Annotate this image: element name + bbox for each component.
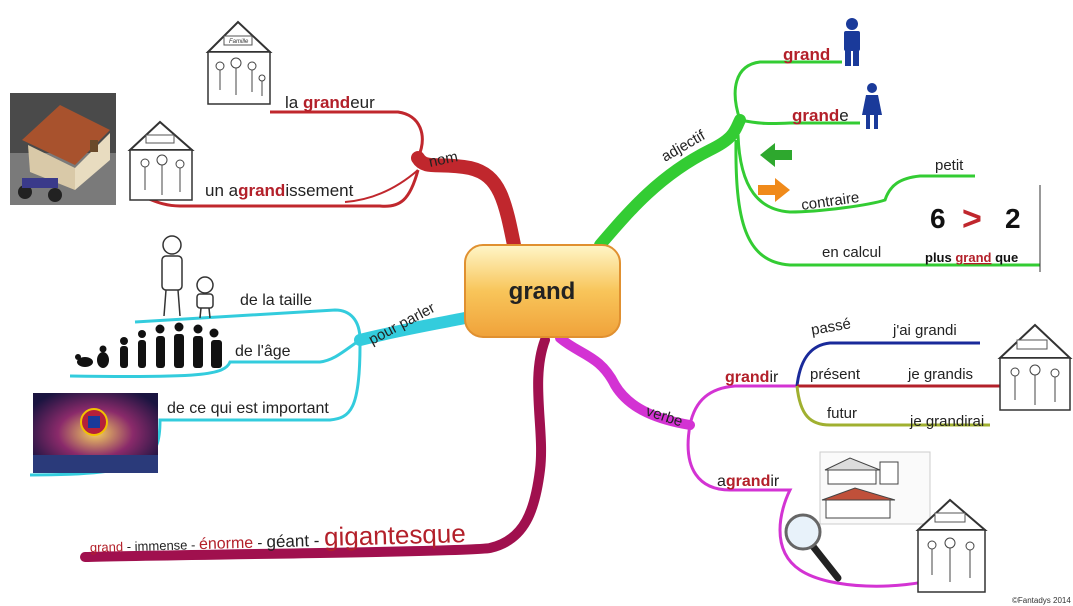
branch-synonymes [80, 335, 550, 562]
nom-label: nom [427, 148, 459, 171]
verbe-agrandir: agrandir [717, 473, 780, 490]
verbe-grandir: grandir [725, 369, 779, 386]
house-photo [10, 93, 116, 205]
nom-item-agrandissement: un agrandissement [205, 181, 354, 200]
svg-text:Famille: Famille [229, 39, 249, 45]
form-present: je grandis [907, 366, 973, 383]
pour-parler-item-important: de ce qui est important [167, 400, 329, 417]
arrow-left-icon [760, 143, 792, 167]
stadium-photo [33, 393, 158, 473]
man-icon [844, 18, 860, 66]
tense-present: présent [810, 366, 861, 383]
calcul-left-number: 6 [930, 203, 946, 234]
tense-passe: passé [810, 315, 852, 339]
tense-futur: futur [827, 405, 857, 422]
magnifier-icon [784, 513, 842, 582]
woman-icon [862, 83, 882, 129]
verbe-label: verbe [644, 403, 685, 431]
calcul-symbol: > [962, 200, 982, 238]
family-house-illustration-2 [127, 120, 195, 201]
branch-nom [139, 110, 522, 257]
calcul-label: en calcul [822, 244, 881, 261]
tall-short-figures-illustration [161, 235, 214, 319]
houses-sketch-illustration [819, 451, 931, 525]
contraire-word: petit [935, 157, 964, 174]
nom-item-grandeur: la grandeur [285, 93, 375, 112]
pour-parler-item-age: de l'âge [235, 343, 291, 360]
pour-parler-item-taille: de la taille [240, 292, 312, 309]
adjectif-fem: grande [792, 106, 849, 125]
synonymes-line: grand - immense - énorme - géant - gigan… [89, 518, 466, 558]
calcul-caption: plus grand que [925, 250, 1018, 265]
family-house-illustration-4 [915, 498, 988, 593]
center-label: grand [509, 278, 576, 305]
form-futur: je grandirai [909, 413, 984, 430]
arrow-right-icon [758, 178, 790, 202]
adjectif-masc: grand [783, 45, 830, 64]
branch-adjectif [594, 60, 1040, 267]
calcul-right-number: 2 [1005, 203, 1021, 234]
age-silhouettes-illustration [75, 322, 222, 368]
center-node: grand [464, 244, 621, 338]
copyright: ©Fantadys 2014 [1012, 596, 1071, 605]
form-passe: j'ai grandi [892, 322, 957, 339]
family-house-illustration: Famille [205, 20, 273, 105]
family-house-illustration-3 [997, 323, 1073, 411]
